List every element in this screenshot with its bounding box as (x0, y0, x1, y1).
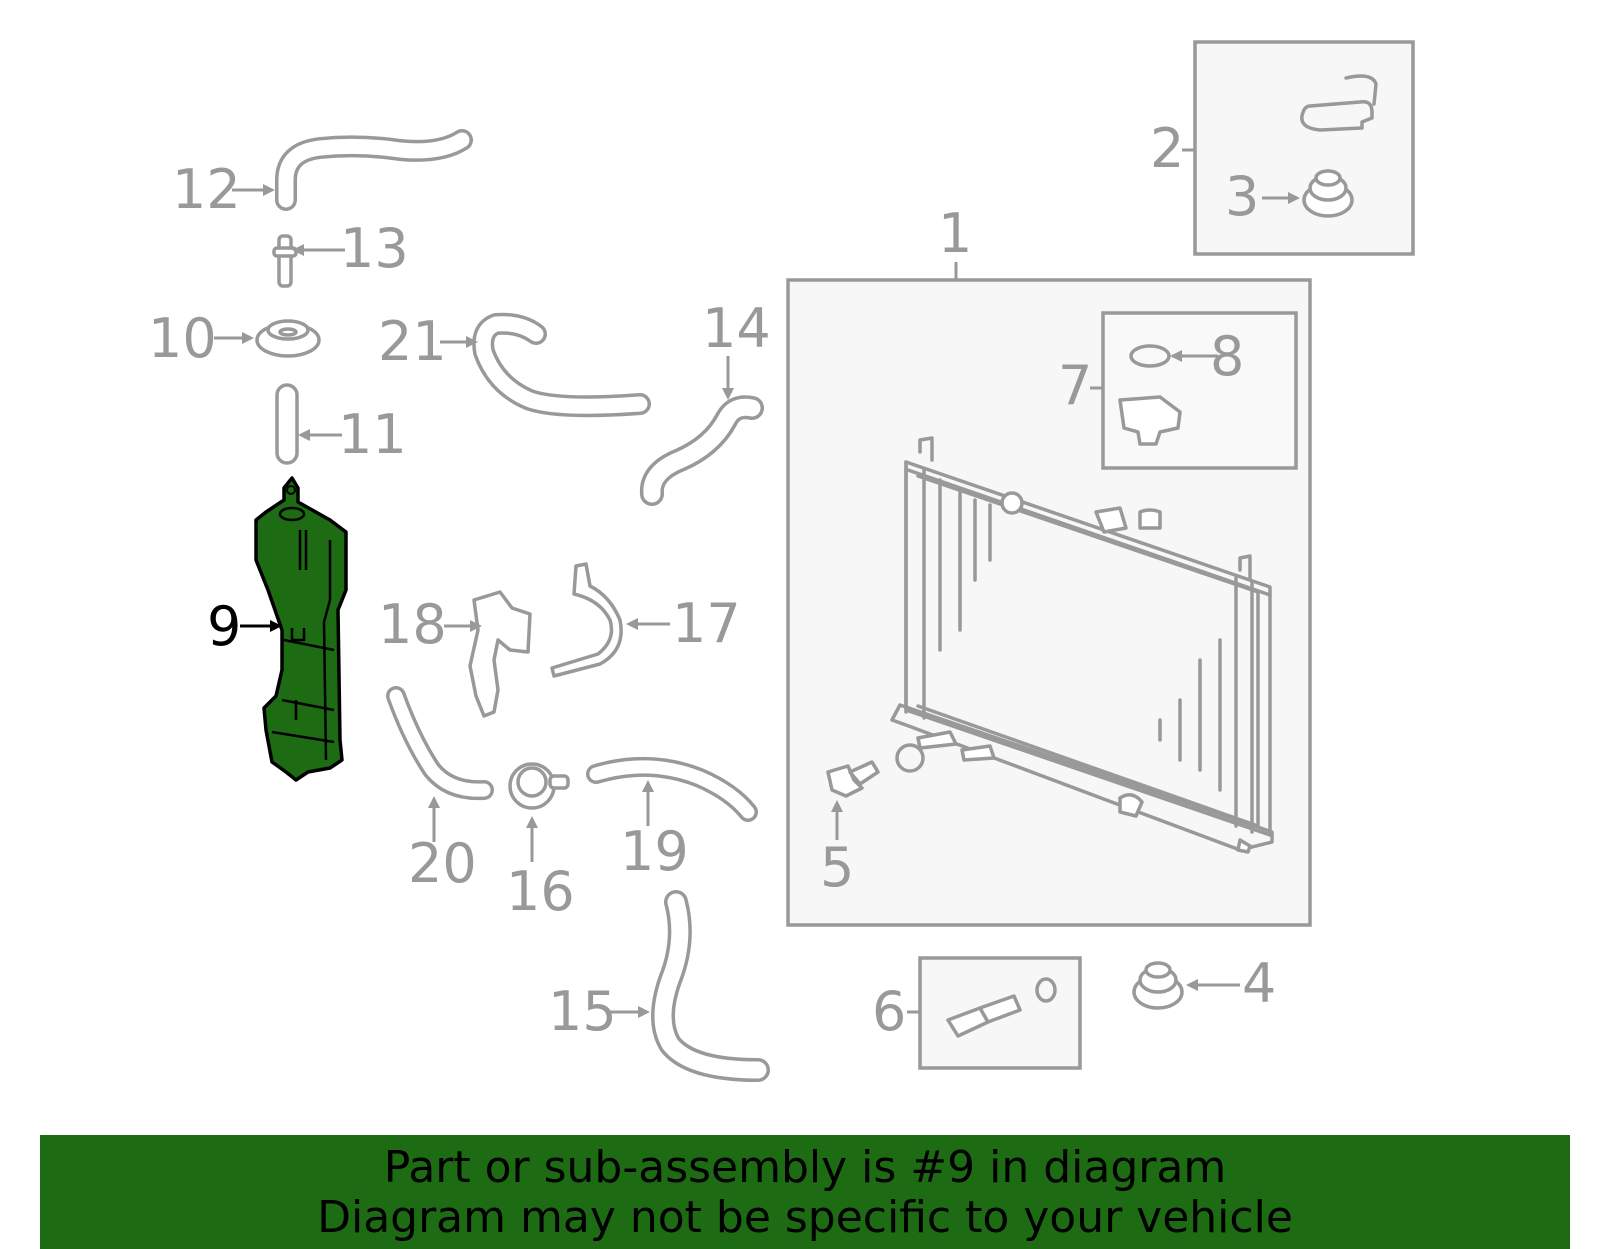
banner-line-2: Diagram may not be specific to your vehi… (317, 1192, 1293, 1243)
part-2-hose-icon (1300, 74, 1378, 132)
part-18-bracket-icon (468, 590, 532, 718)
part-4-grommet-icon (1132, 961, 1184, 1010)
callout-15: 15 (548, 980, 617, 1043)
part-20-hose-icon (389, 689, 491, 797)
callout-3: 3 (1225, 165, 1259, 228)
callout-9: 9 (207, 595, 241, 658)
part-7-cap-icon (1118, 395, 1182, 446)
callout-14: 14 (702, 297, 771, 360)
callout-8: 8 (1210, 325, 1244, 388)
callout-12: 12 (172, 158, 241, 221)
callout-17: 17 (672, 592, 741, 655)
part-17-bracket-icon (550, 562, 623, 678)
part-3-grommet-icon (1302, 169, 1354, 218)
part-15-hose-icon (654, 893, 767, 1079)
info-banner: Part or sub-assembly is #9 in diagram Di… (40, 1135, 1570, 1249)
callout-5: 5 (820, 836, 854, 899)
part-14-hose-icon (643, 398, 761, 503)
part-13-clip-icon (272, 234, 298, 288)
callout-6: 6 (872, 980, 906, 1043)
callout-20: 20 (408, 832, 477, 895)
callout-18: 18 (378, 593, 447, 656)
part-16-valve-icon (508, 762, 570, 810)
part-11-tube-icon (275, 383, 299, 465)
part-21-hose-icon (475, 316, 648, 414)
part-1-radiator-icon (890, 436, 1274, 854)
banner-line-1: Part or sub-assembly is #9 in diagram (383, 1142, 1227, 1193)
part-9-reservoir-icon (254, 476, 348, 782)
callout-1: 1 (938, 202, 972, 265)
box-2 (1193, 40, 1415, 256)
box-7 (1101, 311, 1298, 470)
callout-7: 7 (1058, 354, 1092, 417)
callout-2: 2 (1150, 117, 1184, 180)
part-6-sensor-icon (946, 977, 1057, 1038)
callout-21: 21 (378, 310, 447, 373)
callout-19: 19 (620, 820, 689, 883)
part-5-sensor-icon (826, 760, 880, 798)
callout-4: 4 (1242, 952, 1276, 1015)
part-19-hose-icon (589, 760, 755, 819)
callout-13: 13 (340, 217, 409, 280)
callout-16: 16 (506, 860, 575, 923)
callout-11: 11 (338, 403, 407, 466)
part-10-cap-icon (255, 319, 321, 358)
part-8-oring-icon (1129, 344, 1171, 368)
callout-10: 10 (148, 307, 217, 370)
